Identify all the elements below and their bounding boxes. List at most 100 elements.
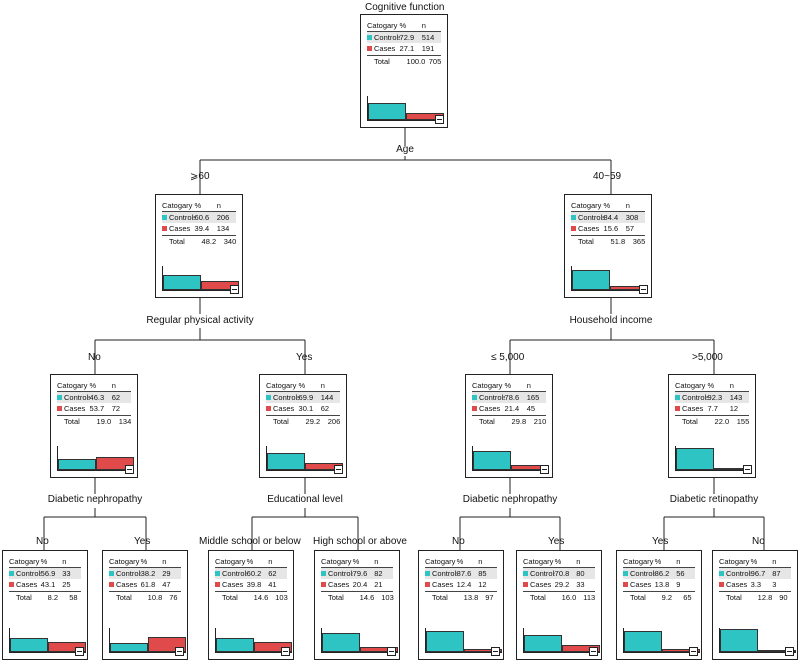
collapse-node-button[interactable] [435,115,444,124]
controls-swatch-icon [523,571,528,576]
collapse-node-button[interactable] [387,647,396,656]
row-label-controls: Controls [530,569,555,578]
collapse-node-button[interactable] [125,465,134,474]
header-category: Catogary [57,381,88,390]
controls-bar [110,643,148,652]
table-header-row: Catogary%n [623,556,695,568]
cases-percent: 61.8 [140,580,156,589]
controls-bar [676,448,714,470]
controls-bar [322,633,360,652]
total-n: 103 [275,593,288,602]
node-table: Catogary%nControls70.880Cases29.233Total… [523,556,595,603]
controls-n: 514 [421,33,435,42]
row-label-total: Total [530,593,546,602]
row-label-total: Total [682,417,698,426]
collapse-node-button[interactable] [689,647,698,656]
collapse-node-button[interactable] [639,285,648,294]
header-category: Catogary [266,381,297,390]
collapse-node-button[interactable] [230,285,239,294]
cases-swatch-icon [215,582,220,587]
row-label-total: Total [64,417,80,426]
row-label-controls: Controls [116,569,141,578]
header-percent: % [603,201,611,210]
collapse-node-button[interactable] [589,647,598,656]
total-n: 340 [223,237,237,246]
total-percent: 29.2 [305,417,321,426]
table-row-controls: Controls70.880 [523,568,595,579]
cases-swatch-icon [675,406,680,411]
controls-n: 308 [625,213,639,222]
split-label-physical-activity: Regular physical activity [146,315,254,326]
cases-n: 12 [478,580,487,589]
header-n: n [268,557,273,566]
header-category: Catogary [623,557,654,566]
row-label-controls: Controls [273,393,299,402]
distribution-bars [719,628,796,653]
table-header-row: Catogary%n [162,200,236,212]
controls-percent: 72.9 [399,33,415,42]
node-dr-no: Catogary%nControls96.787Cases3.33Total12… [712,550,798,660]
controls-swatch-icon [266,395,271,400]
node-dr-yes: Catogary%nControls86.256Cases13.89Total9… [616,550,702,660]
collapse-node-button[interactable] [175,647,184,656]
distribution-bars [523,628,600,653]
total-percent: 9.2 [661,593,673,602]
cases-swatch-icon [367,46,372,51]
total-n: 210 [533,417,547,426]
cases-n: 57 [625,224,635,233]
distribution-bars [215,628,292,653]
controls-swatch-icon [162,215,167,220]
branch-label-income-low: ≤ 5,000 [491,352,525,363]
header-percent: % [194,201,202,210]
controls-n: 62 [111,393,121,402]
row-label-cases: Cases [630,580,652,589]
collapse-node-button[interactable] [785,647,794,656]
table-header-row: Catogary%n [367,20,441,32]
header-category: Catogary [109,557,140,566]
header-n: n [162,557,167,566]
collapse-node-button[interactable] [281,647,290,656]
controls-swatch-icon [472,395,477,400]
total-n: 365 [632,237,646,246]
node-dn-yes: Catogary%nControls38.229Cases61.847Total… [102,550,188,660]
header-n: n [62,557,67,566]
row-label-total: Total [630,593,646,602]
branch-label-income-high: >5,000 [692,352,723,363]
collapse-node-button[interactable] [75,647,84,656]
cases-swatch-icon [57,406,62,411]
node-table: Catogary%nControls60.262Cases39.841Total… [215,556,288,603]
distribution-bars [623,628,700,653]
header-n: n [421,21,426,30]
header-category: Catogary [523,557,554,566]
cases-bar [48,642,86,652]
collapse-node-button[interactable] [540,465,549,474]
node-dn2-yes: Catogary%nControls70.880Cases29.233Total… [516,550,602,660]
header-percent: % [654,557,662,566]
header-percent: % [298,381,306,390]
collapse-node-button[interactable] [334,465,343,474]
header-n: n [111,381,116,390]
collapse-node-button[interactable] [491,647,500,656]
controls-n: 87 [772,569,781,578]
table-header-row: Catogary%n [109,556,181,568]
cases-swatch-icon [109,582,114,587]
branch-label-dr-yes: Yes [652,536,669,547]
collapse-node-button[interactable] [743,465,752,474]
